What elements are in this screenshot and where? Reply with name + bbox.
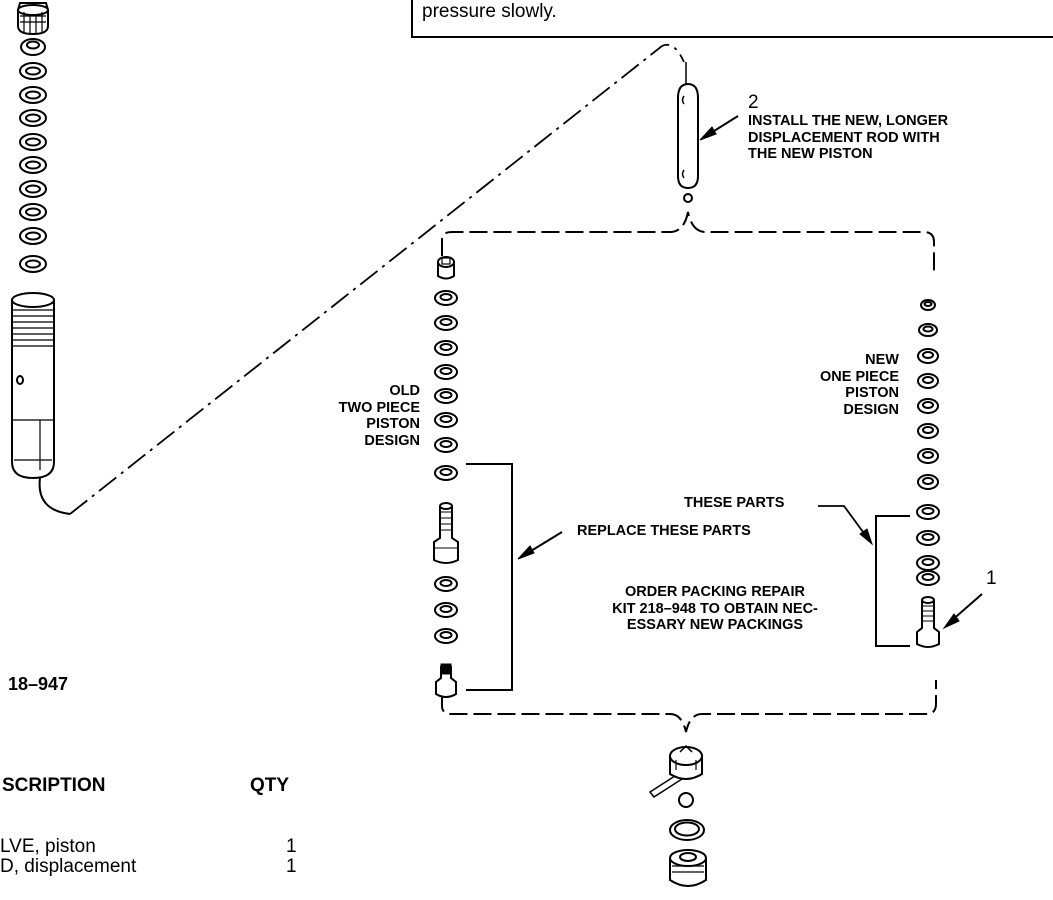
warning-note-text: pressure slowly. xyxy=(422,1,557,22)
these-parts-label: THESE PARTS xyxy=(684,495,785,511)
kit-number: 18–947 xyxy=(8,674,69,694)
connector-curve xyxy=(38,477,71,515)
new-parts-bracket xyxy=(875,515,910,647)
gland-nut-part xyxy=(17,2,49,36)
order-kit-line: ORDER PACKING REPAIR xyxy=(625,584,805,600)
packing-ring-part xyxy=(19,62,47,80)
packing-ring-part xyxy=(19,133,47,151)
parts-header-description: SCRIPTION xyxy=(2,775,106,796)
packing-ring-part xyxy=(19,227,47,245)
ball-part xyxy=(678,792,694,808)
step-2-line: THE NEW PISTON xyxy=(748,146,873,162)
old-design-line: TWO PIECE xyxy=(338,399,420,416)
packing-ring-part xyxy=(19,86,47,104)
piston-valve-part xyxy=(669,744,703,780)
top-dashed-brace xyxy=(441,211,935,276)
callout-1-arrow xyxy=(942,593,983,630)
old-design-line: PISTON xyxy=(366,416,420,432)
callout-number-2: 2 xyxy=(748,92,759,113)
old-piston-valve-part xyxy=(435,663,457,698)
callout-2-arrow xyxy=(699,115,739,141)
warning-note-box xyxy=(411,0,1053,38)
o-ring-part xyxy=(669,819,705,841)
displacement-rod-part xyxy=(677,62,699,203)
step-2-instruction: INSTALL THE NEW, LONGER DISPLACEMENT ROD… xyxy=(748,113,948,163)
new-design-line: DESIGN xyxy=(843,401,899,418)
ball-part xyxy=(683,193,693,203)
parts-row-description: D, displacement xyxy=(0,856,137,877)
old-piston-stack xyxy=(433,256,459,698)
bottom-dashed-brace xyxy=(441,680,937,733)
seat-part xyxy=(669,849,707,887)
packing-ring-part xyxy=(19,203,47,221)
order-kit-note: ORDER PACKING REPAIR KIT 218–948 TO OBTA… xyxy=(572,584,858,634)
these-parts-arrow xyxy=(818,505,874,546)
cylinder-part xyxy=(11,292,55,480)
new-piston-stack xyxy=(916,299,940,648)
packing-ring-part xyxy=(19,109,47,127)
parts-row-qty: 1 xyxy=(286,856,297,877)
dash-dot-leader xyxy=(69,43,685,515)
parts-header-qty: QTY xyxy=(250,775,290,796)
new-design-line: ONE PIECE xyxy=(820,368,899,385)
replace-these-parts-label: REPLACE THESE PARTS xyxy=(577,523,751,539)
parts-row-qty: 1 xyxy=(286,836,297,857)
packing-ring-part xyxy=(19,255,47,273)
order-kit-line: ESSARY NEW PACKINGS xyxy=(626,617,804,633)
old-design-line: DESIGN xyxy=(364,432,420,449)
old-piston-part xyxy=(433,502,459,564)
packing-ring-part xyxy=(19,156,47,174)
old-design-label: OLD TWO PIECE PISTON DESIGN xyxy=(339,383,420,449)
step-2-line: INSTALL THE NEW, LONGER xyxy=(748,113,949,129)
throat-nut-part xyxy=(437,256,455,280)
new-design-label: NEW ONE PIECE PISTON DESIGN xyxy=(820,352,899,418)
left-packing-stack xyxy=(11,2,71,515)
foot-valve-assembly xyxy=(648,744,707,887)
old-parts-bracket xyxy=(466,463,513,691)
packing-ring-part xyxy=(20,38,46,56)
new-piston-part xyxy=(916,596,940,648)
packing-ring-part xyxy=(19,180,47,198)
callout-number-1: 1 xyxy=(986,568,997,589)
order-kit-line: KIT 218–948 TO OBTAIN NEC- xyxy=(612,600,818,617)
new-design-line: NEW xyxy=(865,352,899,368)
replace-arrow xyxy=(517,531,563,560)
old-design-line: OLD xyxy=(389,383,420,399)
parts-row-description: LVE, piston xyxy=(0,836,96,857)
step-2-line: DISPLACEMENT ROD WITH xyxy=(748,129,940,146)
new-design-line: PISTON xyxy=(845,385,899,401)
